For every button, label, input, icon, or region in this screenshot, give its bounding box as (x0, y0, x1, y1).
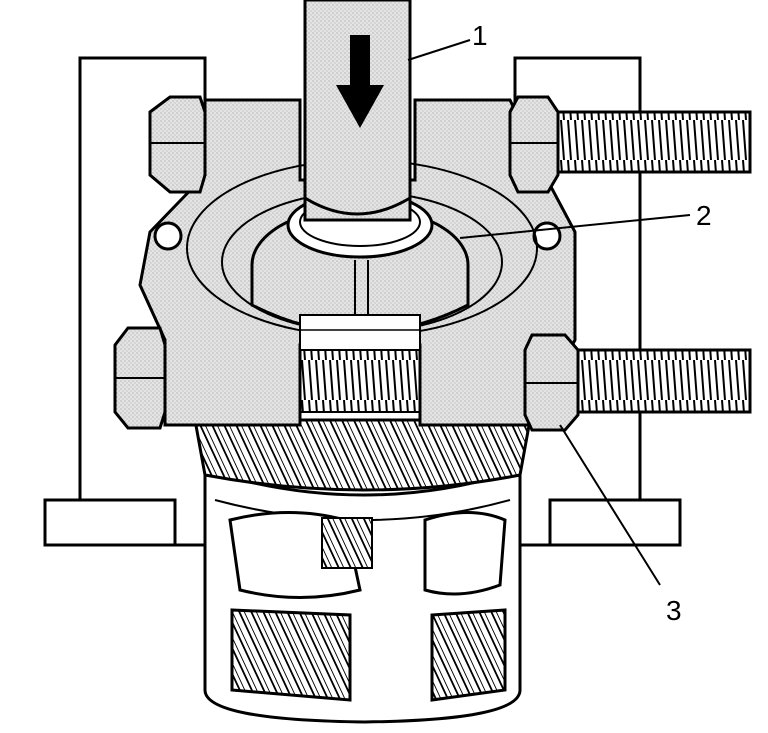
arrow-down-icon (336, 35, 384, 128)
callout-3: 3 (666, 595, 682, 626)
ring-gear (193, 418, 532, 492)
hex-nut-lower-left (113, 326, 167, 430)
callout-2: 2 (696, 200, 712, 231)
threaded-rod-upper (553, 110, 752, 174)
hex-nut-upper-right (508, 95, 560, 194)
leader-lines (407, 39, 691, 586)
hex-nut-lower-right (523, 333, 580, 432)
callout-1: 1 (472, 20, 488, 51)
differential-carrier (203, 448, 522, 724)
threaded-rod-lower (299, 348, 752, 414)
hex-nut-upper-left (148, 95, 207, 194)
